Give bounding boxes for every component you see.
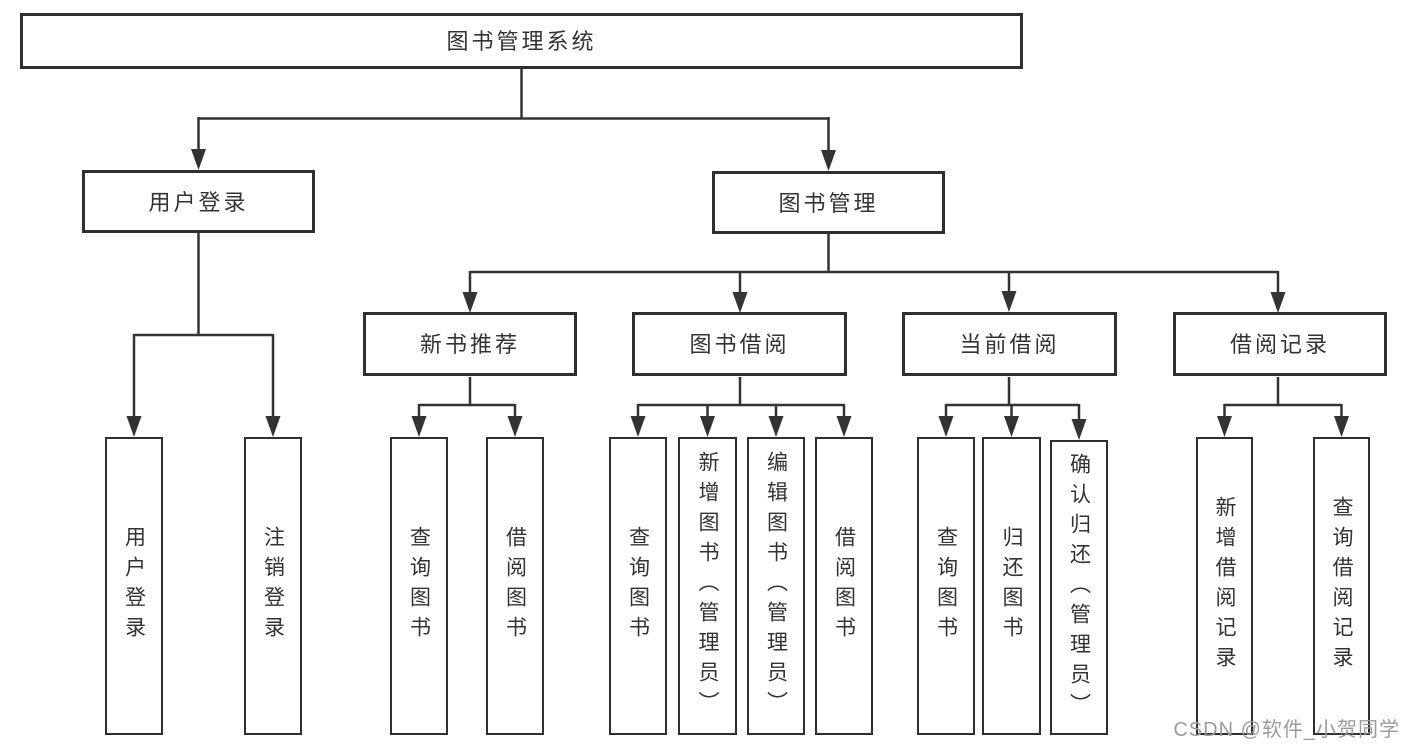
node-leaf-query-borrow-record: 查询借阅记录 (1313, 437, 1370, 735)
node-current-borrow: 当前借阅 (902, 312, 1117, 376)
node-leaf-confirm-return-admin: 确认归还（管理员） (1050, 440, 1108, 735)
node-root-system: 图书管理系统 (20, 13, 1023, 69)
node-borrow-records: 借阅记录 (1173, 312, 1387, 376)
node-leaf-add-borrow-record: 新增借阅记录 (1196, 437, 1253, 735)
node-leaf-query-books-1: 查询图书 (390, 437, 448, 735)
node-leaf-edit-books-admin: 编辑图书（管理员） (747, 437, 805, 735)
node-leaf-borrow-books-2: 借阅图书 (815, 437, 873, 735)
arrowhead-icons (126, 149, 1349, 440)
node-leaf-return-books: 归还图书 (982, 437, 1041, 735)
node-leaf-add-books-admin: 新增图书（管理员） (678, 437, 737, 735)
node-leaf-borrow-books-1: 借阅图书 (486, 437, 544, 735)
node-leaf-query-books-3: 查询图书 (917, 437, 975, 735)
node-leaf-query-books-2: 查询图书 (609, 437, 667, 735)
node-leaf-logout: 注销登录 (244, 437, 302, 735)
node-user-login-branch: 用户登录 (82, 170, 315, 233)
node-book-borrow: 图书借阅 (632, 312, 847, 376)
csdn-watermark: CSDN @软件_小贺同学 (1173, 719, 1400, 741)
node-leaf-user-login: 用户登录 (105, 437, 163, 735)
node-book-management: 图书管理 (712, 171, 945, 234)
node-new-book-recommend: 新书推荐 (363, 312, 577, 376)
